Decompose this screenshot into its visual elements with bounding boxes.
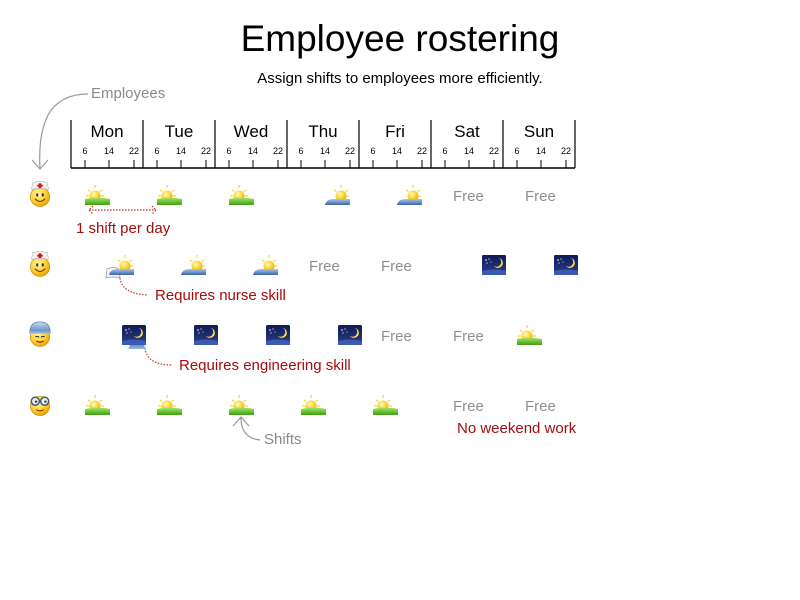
engineer-face-icon[interactable] bbox=[27, 321, 53, 347]
day-label-thu: Thu bbox=[308, 122, 338, 141]
day-label-tue: Tue bbox=[164, 122, 194, 141]
nurse-face-icon[interactable] bbox=[27, 251, 53, 277]
hour-label: 22 bbox=[128, 146, 139, 156]
glasses-face-icon[interactable] bbox=[27, 391, 53, 417]
morning-shift-icon[interactable] bbox=[516, 324, 542, 346]
engineering-skill-connector bbox=[144, 347, 173, 366]
employees-arrow-head bbox=[31, 159, 49, 170]
free-slot[interactable]: Free bbox=[453, 398, 484, 415]
hour-label: 14 bbox=[175, 146, 186, 156]
free-slot[interactable]: Free bbox=[453, 188, 484, 205]
day-label-fri: Fri bbox=[385, 122, 405, 141]
day-label-sun: Sun bbox=[523, 122, 555, 141]
hour-label: 6 bbox=[442, 146, 448, 156]
hour-label: 22 bbox=[488, 146, 499, 156]
night-shift-icon[interactable] bbox=[265, 324, 291, 346]
hour-label: 22 bbox=[272, 146, 283, 156]
afternoon-shift-icon[interactable] bbox=[252, 254, 278, 276]
one-shift-per-day-connector bbox=[88, 205, 157, 215]
nurse-face-icon[interactable] bbox=[27, 181, 53, 207]
day-label-mon: Mon bbox=[90, 122, 124, 141]
free-slot[interactable]: Free bbox=[525, 398, 556, 415]
hour-label: 6 bbox=[370, 146, 376, 156]
morning-shift-icon[interactable] bbox=[300, 394, 326, 416]
hour-label: 14 bbox=[535, 146, 546, 156]
morning-shift-icon[interactable] bbox=[372, 394, 398, 416]
afternoon-shift-icon[interactable] bbox=[180, 254, 206, 276]
morning-shift-icon[interactable] bbox=[156, 394, 182, 416]
nurse-skill-connector bbox=[119, 277, 149, 296]
hour-label: 6 bbox=[226, 146, 232, 156]
hour-label: 22 bbox=[416, 146, 427, 156]
morning-shift-icon[interactable] bbox=[228, 184, 254, 206]
requires-nurse-skill-note: Requires nurse skill bbox=[155, 287, 286, 304]
morning-shift-icon[interactable] bbox=[228, 394, 254, 416]
afternoon-shift-icon[interactable] bbox=[396, 184, 422, 206]
axis-lines bbox=[70, 120, 576, 169]
night-shift-icon[interactable] bbox=[337, 324, 363, 346]
hour-label: 14 bbox=[247, 146, 258, 156]
shifts-arrow bbox=[240, 417, 261, 441]
hour-label: 14 bbox=[463, 146, 474, 156]
shifts-note: Shifts bbox=[264, 431, 302, 448]
no-weekend-work-note: No weekend work bbox=[457, 420, 577, 437]
hour-label: 14 bbox=[103, 146, 114, 156]
hour-label: 22 bbox=[200, 146, 211, 156]
page-title: Employee rostering bbox=[240, 18, 560, 59]
free-slot[interactable]: Free bbox=[381, 258, 412, 275]
day-label-sat: Sat bbox=[454, 122, 480, 141]
afternoon-shift-icon[interactable] bbox=[324, 184, 350, 206]
page-subtitle: Assign shifts to employees more efficien… bbox=[257, 70, 543, 87]
shifts-arrow-head bbox=[232, 416, 250, 427]
free-slot[interactable]: Free bbox=[453, 328, 484, 345]
morning-shift-icon[interactable] bbox=[84, 184, 110, 206]
hour-label: 6 bbox=[82, 146, 88, 156]
hour-label: 6 bbox=[154, 146, 160, 156]
free-slot[interactable]: Free bbox=[381, 328, 412, 345]
hour-label: 6 bbox=[514, 146, 520, 156]
night-shift-icon[interactable] bbox=[193, 324, 219, 346]
one-shift-per-day-note: 1 shift per day bbox=[76, 220, 171, 237]
night-shift-icon[interactable] bbox=[481, 254, 507, 276]
hour-label: 6 bbox=[298, 146, 304, 156]
night-shift-icon[interactable] bbox=[553, 254, 579, 276]
employees-note: Employees bbox=[91, 85, 166, 102]
morning-shift-icon[interactable] bbox=[156, 184, 182, 206]
free-slot[interactable]: Free bbox=[309, 258, 340, 275]
morning-shift-icon[interactable] bbox=[84, 394, 110, 416]
employees-arrow bbox=[39, 93, 89, 169]
requires-engineering-skill-note: Requires engineering skill bbox=[179, 357, 351, 374]
afternoon-shift-icon[interactable] bbox=[108, 254, 134, 276]
day-label-wed: Wed bbox=[233, 122, 269, 141]
hour-label: 14 bbox=[319, 146, 330, 156]
free-slot[interactable]: Free bbox=[525, 188, 556, 205]
hour-label: 22 bbox=[560, 146, 571, 156]
hour-label: 22 bbox=[344, 146, 355, 156]
hour-label: 14 bbox=[391, 146, 402, 156]
night-shift-icon[interactable] bbox=[121, 324, 147, 346]
